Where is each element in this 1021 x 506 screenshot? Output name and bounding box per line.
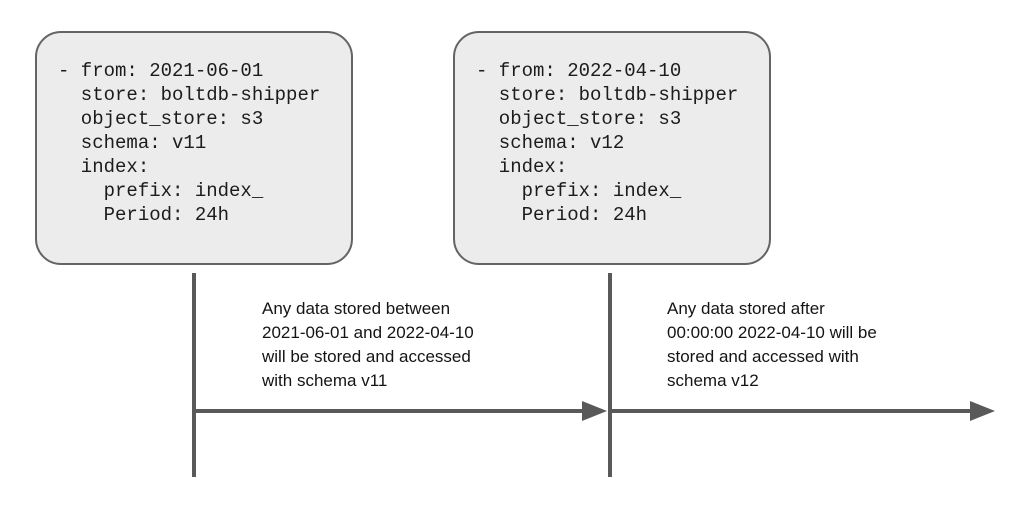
config-code-v12: - from: 2022-04-10 store: boltdb-shipper… [476, 60, 739, 226]
annotation-v11-period: Any data stored between 2021-06-01 and 2… [262, 299, 474, 390]
annotation-v12-period: Any data stored after 00:00:00 2022-04-1… [667, 299, 877, 390]
timeline-tick-2021-06-01 [192, 273, 196, 477]
timeline-arrow-v12-segment [612, 409, 970, 413]
config-code-v11: - from: 2021-06-01 store: boltdb-shipper… [58, 60, 321, 226]
arrow-right-icon [582, 401, 607, 421]
config-box-schema-v11: - from: 2021-06-01 store: boltdb-shipper… [35, 31, 353, 265]
timeline-arrow-v11-segment [192, 409, 582, 413]
timeline-tick-2022-04-10 [608, 273, 612, 477]
config-box-schema-v12: - from: 2022-04-10 store: boltdb-shipper… [453, 31, 771, 265]
arrow-right-icon [970, 401, 995, 421]
